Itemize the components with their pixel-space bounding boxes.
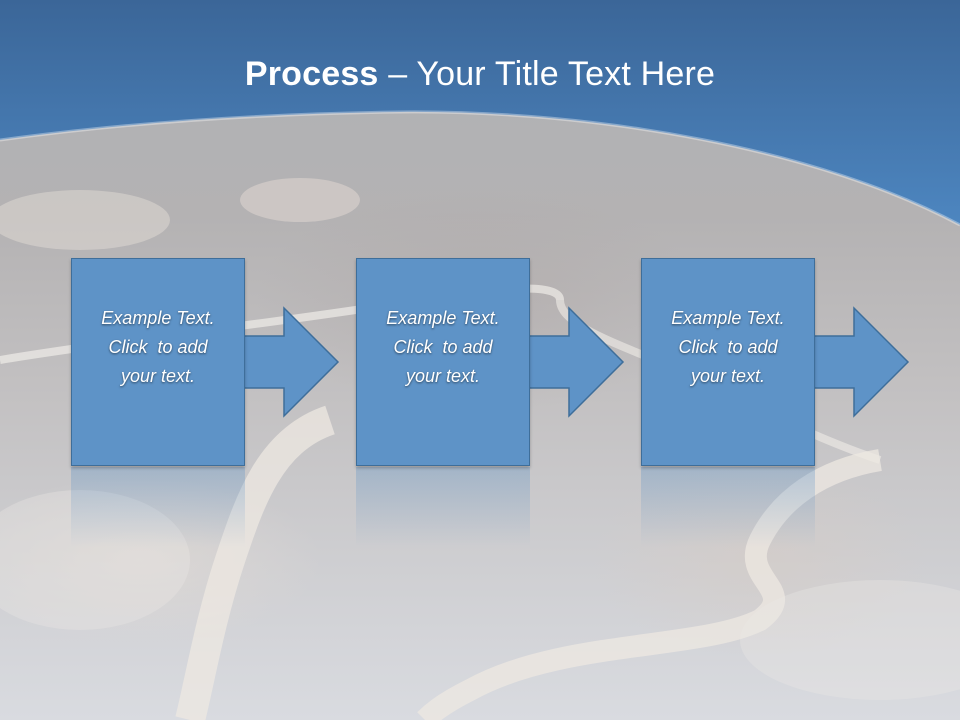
slide-title[interactable]: Process – Your Title Text Here [0,50,960,98]
step-text[interactable]: Example Text. Click to add your text. [83,304,233,391]
step-line: Example Text. [101,307,215,328]
step-line: Example Text. [386,307,500,328]
step-line: Click to add [393,336,493,357]
right-arrow-icon [525,306,625,418]
step-line: Example Text. [671,307,785,328]
right-arrow-icon [240,306,340,418]
step-line: Click to add [678,336,778,357]
right-arrow-icon [810,306,910,418]
process-step-1[interactable]: Example Text. Click to add your text. [71,258,245,466]
step-line: your text. [120,365,196,386]
step-reflection [71,467,245,547]
step-text[interactable]: Example Text. Click to add your text. [653,304,803,391]
title-rest: – Your Title Text Here [378,55,716,93]
step-line: your text. [690,365,766,386]
step-reflection [356,467,530,547]
header-band [0,0,960,230]
title-bold: Process [244,55,379,93]
process-step-2[interactable]: Example Text. Click to add your text. [356,258,530,466]
step-line: your text. [405,365,481,386]
step-line: Click to add [108,336,208,357]
step-text[interactable]: Example Text. Click to add your text. [368,304,518,391]
process-step-3[interactable]: Example Text. Click to add your text. [641,258,815,466]
step-reflection [641,467,815,547]
